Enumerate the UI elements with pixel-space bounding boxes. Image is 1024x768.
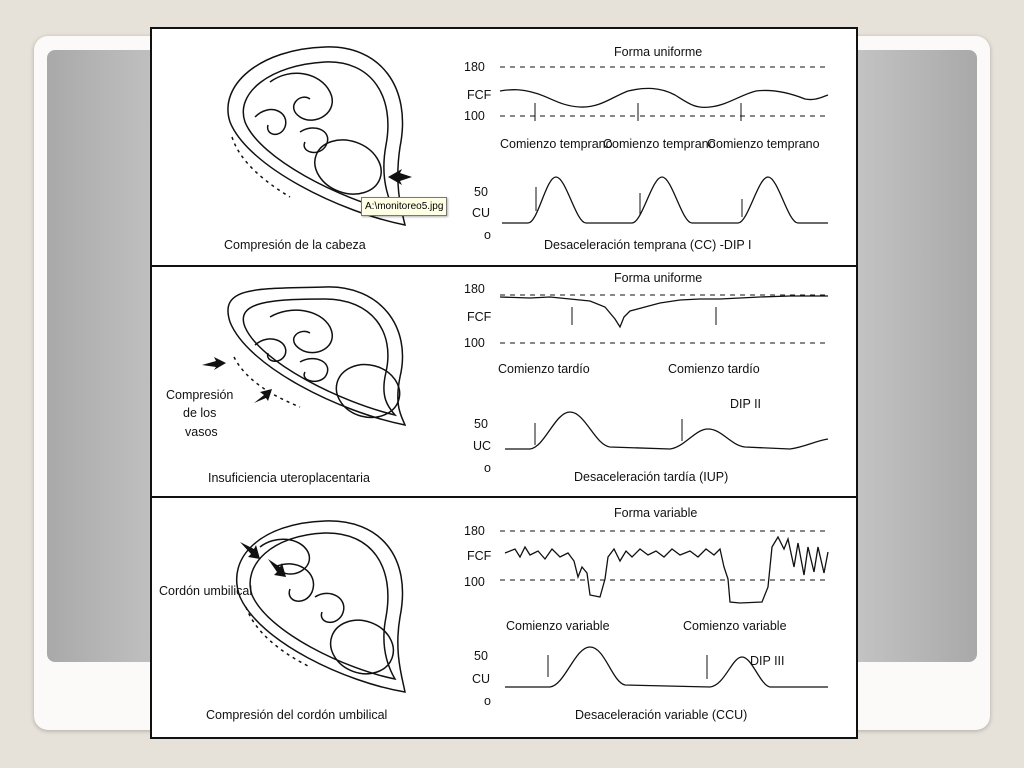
fetal-monitoring-figure: Compresión de la cabeza Forma uniforme 1… — [150, 27, 858, 739]
pressure-arrow — [254, 389, 272, 403]
uc-axis-min: o — [484, 228, 491, 242]
deceleration-label: Desaceleración tardía (IUP) — [574, 470, 728, 484]
uc-trace — [502, 177, 828, 223]
onset-label: Comienzo temprano — [603, 137, 716, 151]
fcf-trace — [500, 296, 828, 327]
pressure-arrow — [202, 357, 226, 370]
onset-label: Comienzo variable — [683, 619, 787, 633]
onset-label: Comienzo tardío — [498, 362, 590, 376]
panel-head-compression: Compresión de la cabeza Forma uniforme 1… — [224, 45, 828, 252]
panel-caption: Compresión del cordón umbilical — [206, 708, 387, 722]
uc-axis-label: CU — [472, 672, 490, 686]
uc-axis-min: o — [484, 461, 491, 475]
onset-label: Comienzo tardío — [668, 362, 760, 376]
pressure-arrow — [268, 559, 286, 577]
deceleration-label: Desaceleración temprana (CC) -DIP I — [544, 238, 751, 252]
uc-axis-label: CU — [472, 206, 490, 220]
pattern-label: Forma variable — [614, 506, 697, 520]
fcf-axis-label: FCF — [467, 549, 492, 563]
pattern-label: Forma uniforme — [614, 271, 702, 285]
uterus-illustration-3 — [237, 521, 405, 692]
panel-caption: Insuficiencia uteroplacentaria — [208, 471, 370, 485]
fcf-axis-max: 180 — [464, 282, 485, 296]
fcf-axis-max: 180 — [464, 524, 485, 538]
fcf-axis-min: 100 — [464, 109, 485, 123]
figure-svg: Compresión de la cabeza Forma uniforme 1… — [150, 27, 858, 739]
image-filename-tooltip: A:\monitoreo5.jpg — [361, 197, 447, 216]
fcf-trace — [500, 88, 828, 107]
uc-trace — [505, 412, 828, 449]
uc-axis-label: UC — [473, 439, 491, 453]
onset-label: Comienzo temprano — [707, 137, 820, 151]
pattern-label: Forma uniforme — [614, 45, 702, 59]
uc-axis-max: 50 — [474, 185, 488, 199]
panel-caption: Compresión de la cabeza — [224, 238, 366, 252]
pressure-arrow — [388, 169, 412, 185]
uc-axis-min: o — [484, 694, 491, 708]
uc-axis-max: 50 — [474, 417, 488, 431]
onset-label: Comienzo variable — [506, 619, 610, 633]
side-label-line: vasos — [185, 425, 218, 439]
dip-label: DIP III — [750, 654, 785, 668]
uc-axis-max: 50 — [474, 649, 488, 663]
panel-vessel-compression: Compresión de los vasos Insuficiencia ut… — [166, 271, 828, 485]
fcf-axis-min: 100 — [464, 336, 485, 350]
fcf-axis-max: 180 — [464, 60, 485, 74]
deceleration-label: Desaceleración variable (CCU) — [575, 708, 747, 722]
fcf-axis-label: FCF — [467, 88, 492, 102]
fcf-axis-min: 100 — [464, 575, 485, 589]
side-label-line: de los — [183, 406, 216, 420]
fcf-trace — [505, 537, 828, 603]
panel-cord-compression: Cordón umbilical Compresión del cordón u… — [159, 506, 828, 722]
dip-label: DIP II — [730, 397, 761, 411]
uterus-illustration-2 — [228, 287, 406, 425]
side-label-line: Compresión — [166, 388, 233, 402]
onset-label: Comienzo temprano — [500, 137, 613, 151]
fcf-axis-label: FCF — [467, 310, 492, 324]
side-label-line: Cordón umbilical — [159, 584, 252, 598]
